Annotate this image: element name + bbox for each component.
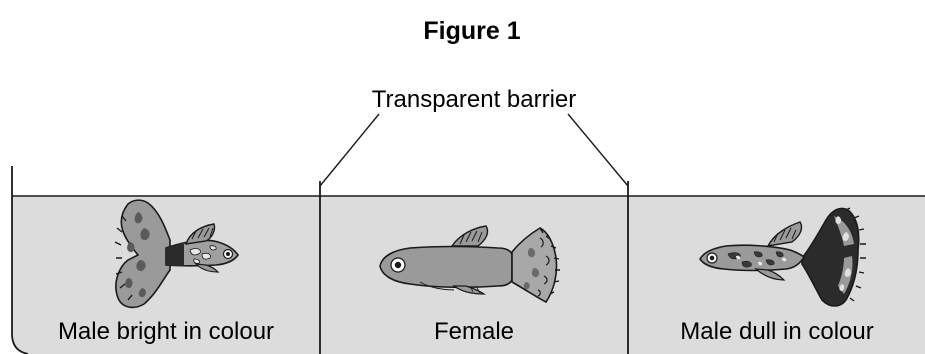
barrier-callout-label: Transparent barrier <box>372 86 577 113</box>
compartment-label-right: Male dull in colour <box>680 318 873 345</box>
tank-left-wall <box>11 166 29 354</box>
callout-line-right <box>567 113 629 187</box>
compartment-label-middle: Female <box>434 318 514 345</box>
callout-line-left <box>319 113 380 187</box>
compartment-label-left: Male bright in colour <box>58 318 274 345</box>
figure-title: Figure 1 <box>423 17 520 45</box>
